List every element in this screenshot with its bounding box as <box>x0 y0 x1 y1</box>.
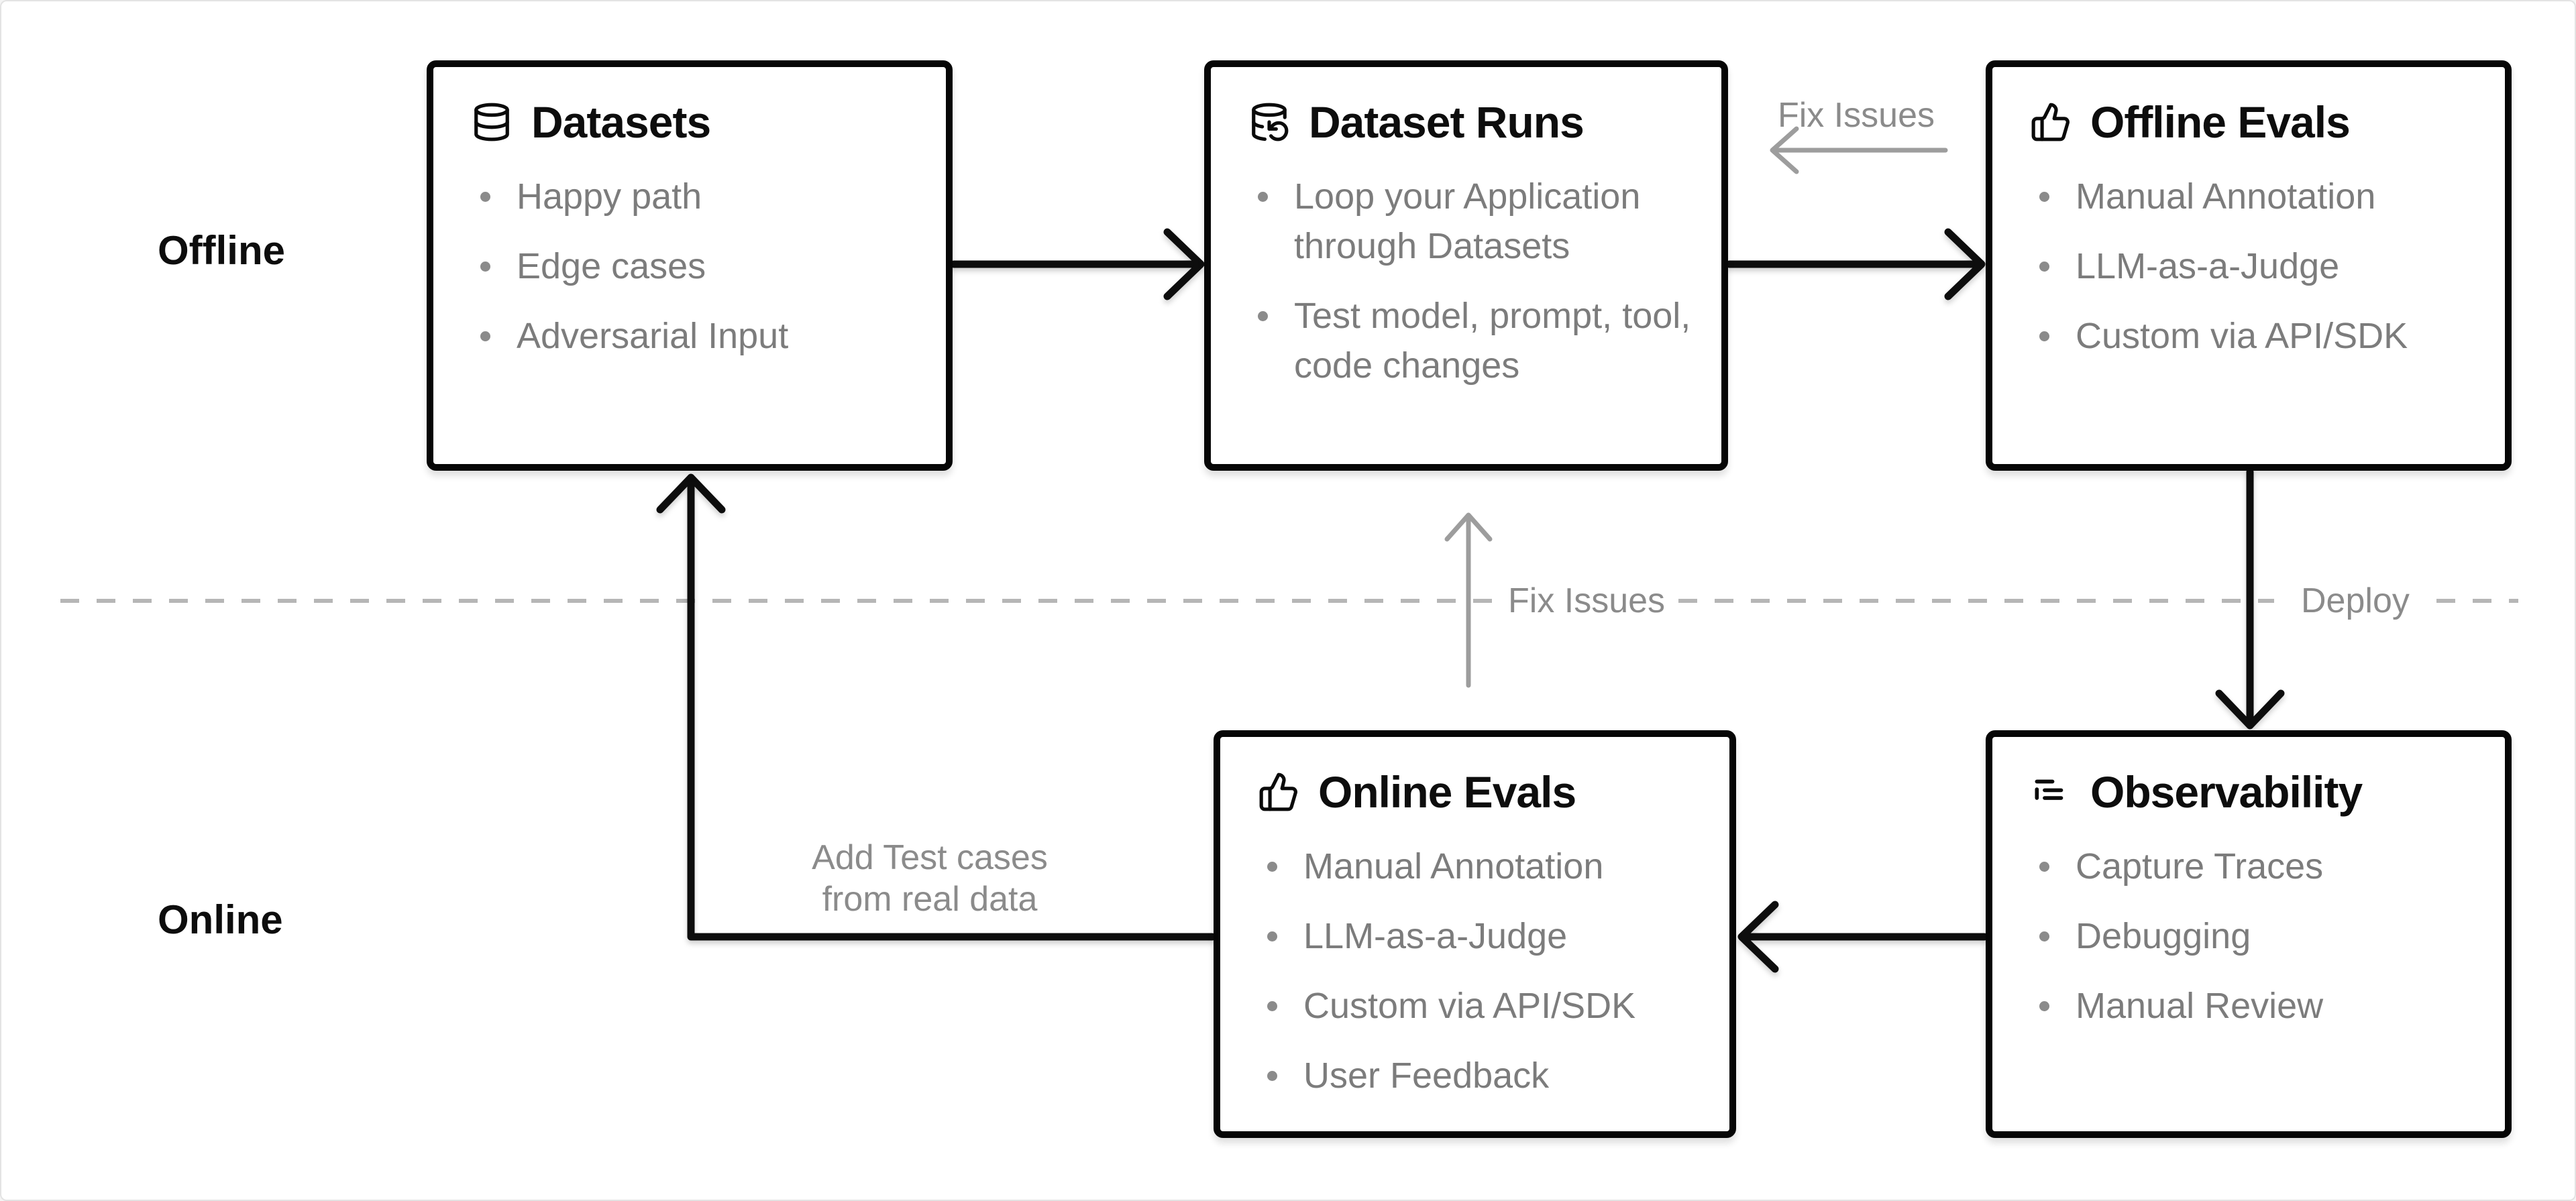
list-item: Loop your Application through Datasets <box>1248 172 1695 271</box>
dataset-runs-item-list: Loop your Application through Datasets T… <box>1248 172 1695 390</box>
dataset-runs-box: Dataset Runs Loop your Application throu… <box>1204 60 1728 471</box>
list-item: Custom via API/SDK <box>1258 981 1703 1031</box>
observability-item-list: Capture Traces Debugging Manual Review <box>2030 842 2478 1031</box>
arrow-datasets-to-dataset-runs <box>950 228 1205 300</box>
trace-list-icon <box>2030 771 2072 813</box>
observability-box-header: Observability <box>2030 761 2478 823</box>
list-item: Custom via API/SDK <box>2030 311 2478 361</box>
datasets-box-title: Datasets <box>531 97 711 147</box>
offline-evals-item-list: Manual Annotation LLM-as-a-Judge Custom … <box>2030 172 2478 361</box>
list-item: Manual Annotation <box>1258 842 1703 891</box>
deploy-label: Deploy <box>2301 581 2410 620</box>
dataset-runs-box-title: Dataset Runs <box>1309 97 1585 147</box>
list-item: Manual Review <box>2030 981 2478 1031</box>
datasets-box-header: Datasets <box>471 91 919 153</box>
offline-evals-box-header: Offline Evals <box>2030 91 2478 153</box>
list-item: Debugging <box>2030 911 2478 961</box>
arrow-observability-to-online-evals <box>1737 901 1988 973</box>
fix-issues-top-label: Fix Issues <box>1777 96 1935 135</box>
datasets-item-list: Happy path Edge cases Adversarial Input <box>471 172 919 361</box>
thumbs-up-icon <box>2030 101 2072 143</box>
fix-issues-middle-arrow <box>1444 512 1493 688</box>
database-icon <box>471 101 513 143</box>
online-evals-item-list: Manual Annotation LLM-as-a-Judge Custom … <box>1258 842 1703 1100</box>
list-item: Capture Traces <box>2030 842 2478 891</box>
offline-evals-box: Offline Evals Manual Annotation LLM-as-a… <box>1986 60 2512 471</box>
online-section-label: Online <box>158 897 283 942</box>
add-test-cases-label: Add Test cases from real data <box>812 838 1048 919</box>
list-item: Test model, prompt, tool, code changes <box>1248 291 1695 390</box>
online-evals-box: Online Evals Manual Annotation LLM-as-a-… <box>1214 730 1736 1138</box>
list-item: LLM-as-a-Judge <box>1258 911 1703 961</box>
list-item: Edge cases <box>471 241 919 291</box>
online-evals-box-header: Online Evals <box>1258 761 1703 823</box>
observability-box-title: Observability <box>2090 767 2363 817</box>
arrow-dataset-runs-to-offline-evals <box>1725 228 1986 300</box>
list-item: LLM-as-a-Judge <box>2030 241 2478 291</box>
thumbs-up-icon <box>1258 771 1299 813</box>
datasets-box: Datasets Happy path Edge cases Adversari… <box>427 60 953 471</box>
offline-section-label: Offline <box>158 228 285 273</box>
list-item: Adversarial Input <box>471 311 919 361</box>
observability-box: Observability Capture Traces Debugging M… <box>1986 730 2512 1138</box>
list-item: Manual Annotation <box>2030 172 2478 221</box>
offline-evals-box-title: Offline Evals <box>2090 97 2351 147</box>
online-evals-box-title: Online Evals <box>1318 767 1576 817</box>
fix-issues-middle-label: Fix Issues <box>1508 581 1666 620</box>
list-item: Happy path <box>471 172 919 221</box>
dataset-runs-box-header: Dataset Runs <box>1248 91 1695 153</box>
list-item: User Feedback <box>1258 1051 1703 1100</box>
arrow-offline-evals-to-observability-deploy <box>2215 468 2285 730</box>
database-rerun-icon <box>1248 101 1290 143</box>
